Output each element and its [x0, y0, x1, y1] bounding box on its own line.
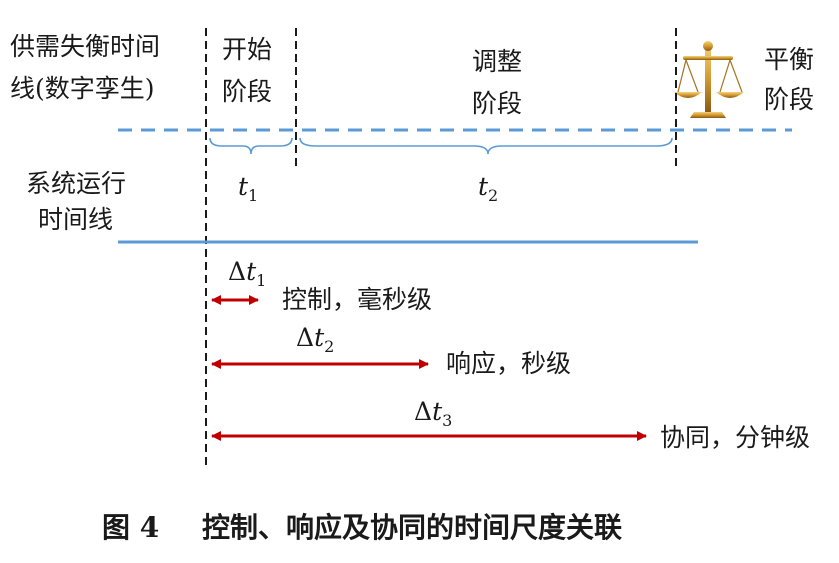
- delta-t3-label: Δt3: [414, 397, 452, 430]
- adjust-phase-label-1: 调整: [472, 47, 522, 76]
- system-line-label-2: 时间线: [38, 205, 113, 234]
- start-phase-label-1: 开始: [222, 35, 272, 64]
- t1-label: t1: [238, 172, 258, 205]
- start-phase-label-2: 阶段: [222, 77, 272, 106]
- balance-scale-icon: [674, 41, 744, 118]
- balance-phase-label-2: 阶段: [764, 85, 814, 114]
- supply-line-label-1: 供需失衡时间: [10, 32, 160, 61]
- system-line-label-1: 系统运行: [26, 169, 126, 198]
- figure-title: 控制、响应及协同的时间尺度关联: [202, 511, 622, 544]
- figure-number: 图 4: [102, 511, 159, 544]
- response-label: 响应，秒级: [446, 349, 571, 378]
- t2-brace: [299, 137, 673, 155]
- t2-label: t2: [478, 172, 498, 205]
- supply-line-label-2: 线(数字孪生): [10, 74, 155, 103]
- adjust-phase-label-2: 阶段: [472, 89, 522, 118]
- balance-phase-label-1: 平衡: [764, 45, 814, 74]
- delta-t2-label: Δt2: [296, 323, 334, 356]
- delta-t1-label: Δt1: [228, 257, 266, 290]
- control-label: 控制，毫秒级: [282, 285, 432, 314]
- t1-brace: [209, 137, 293, 155]
- coordination-label: 协同，分钟级: [660, 423, 810, 452]
